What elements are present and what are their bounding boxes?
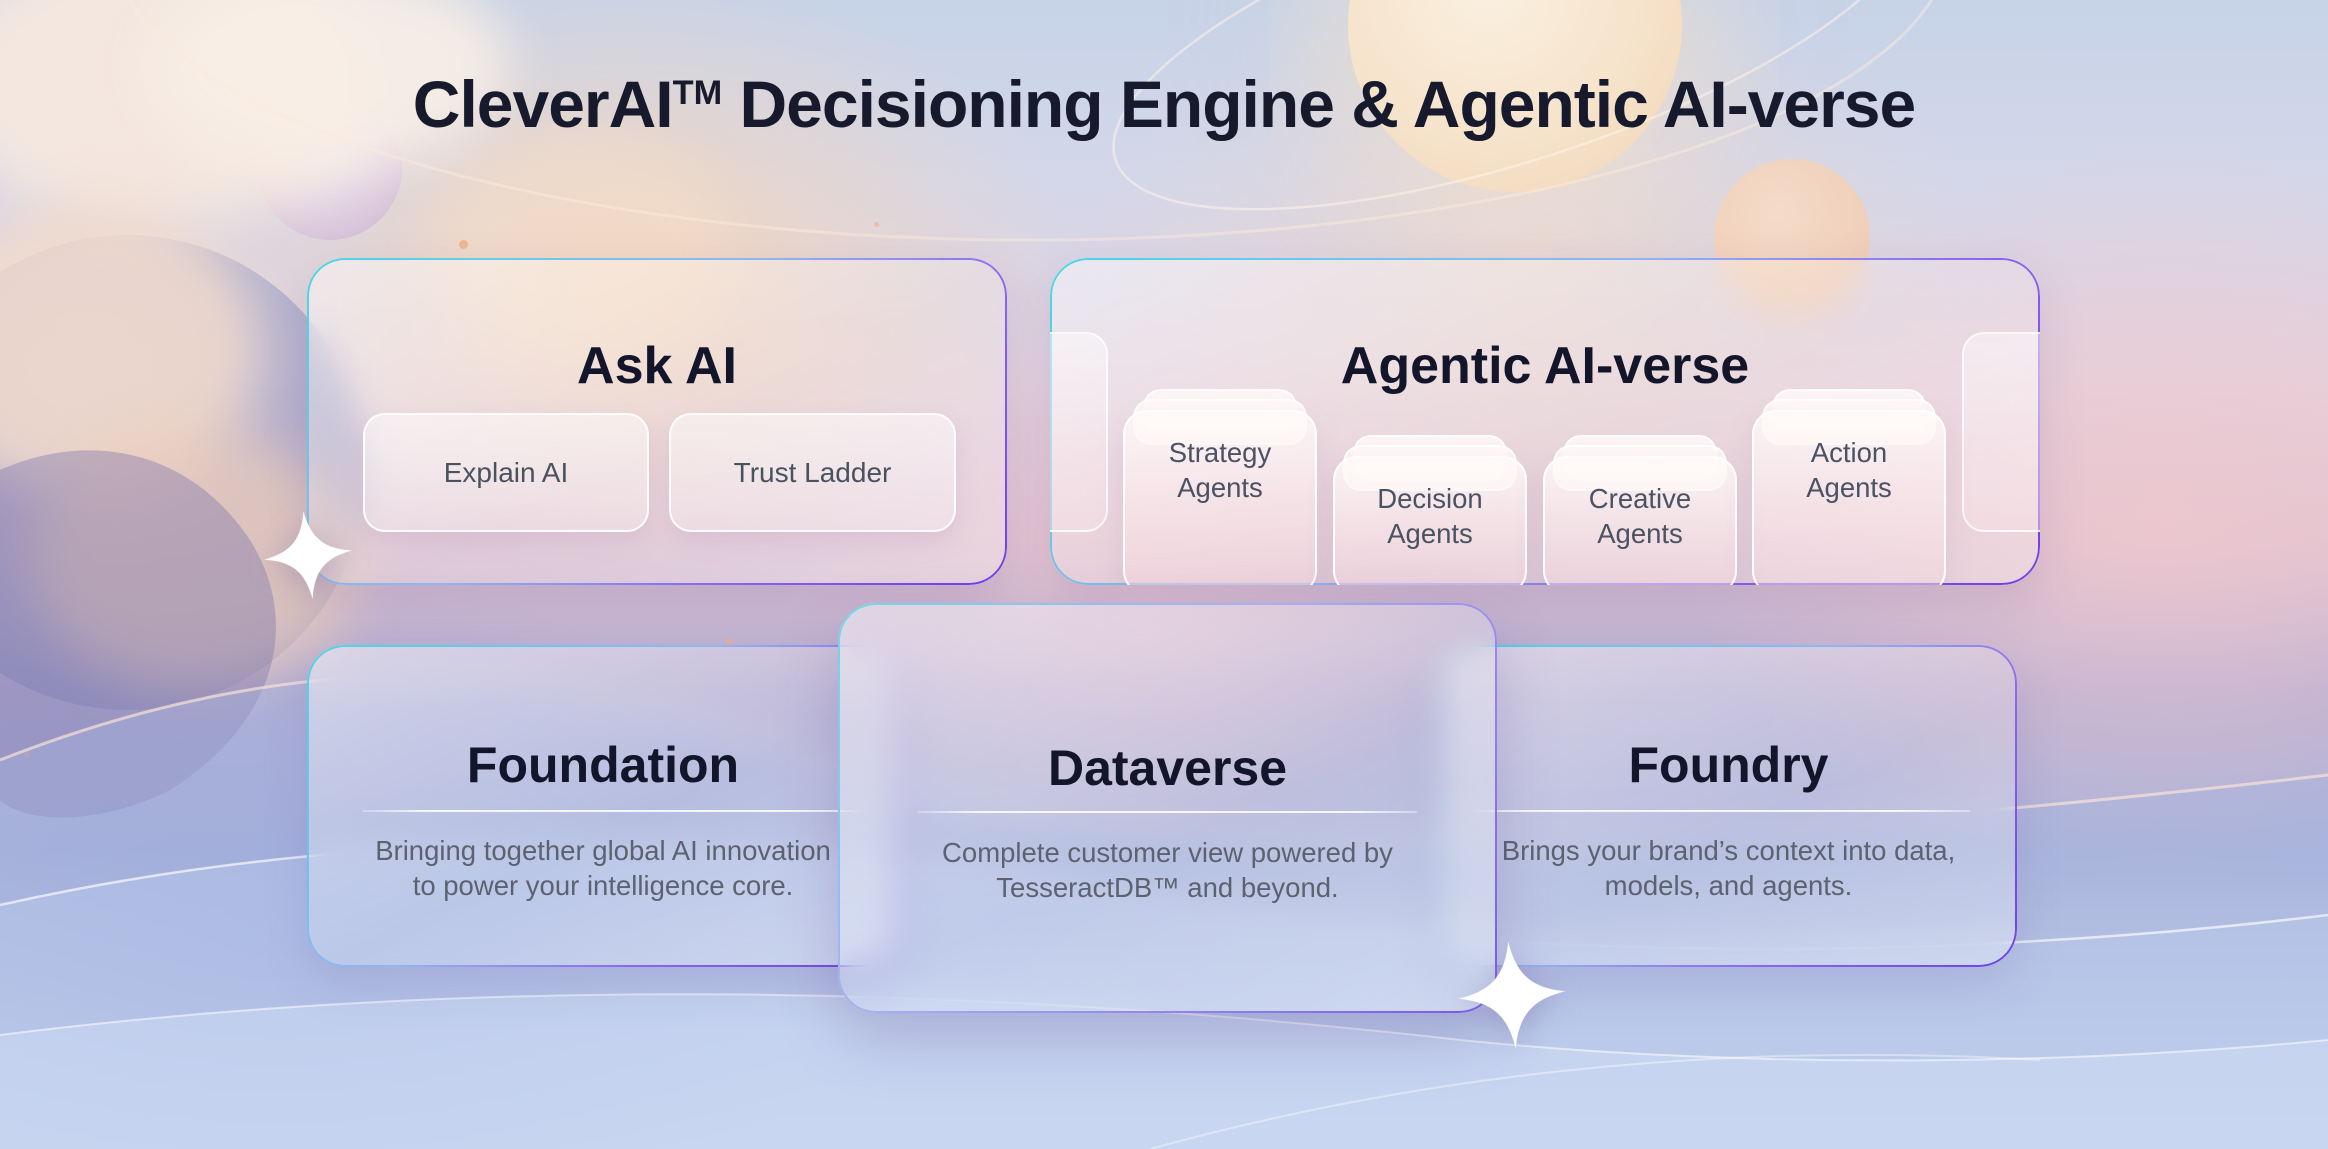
- divider: [362, 810, 899, 812]
- divider: [1440, 810, 1970, 812]
- dataverse-title: Dataverse: [1047, 740, 1288, 796]
- foundation-description-text: Bringing together global AI innovation t…: [375, 835, 831, 901]
- divider: [918, 811, 1417, 813]
- foundry-card: Foundry Brings your brand’s context into…: [1440, 645, 2017, 967]
- explain-ai-button[interactable]: Explain AI: [363, 413, 649, 532]
- foundation-card: Foundation Bringing together global AI i…: [307, 645, 899, 967]
- ask-ai-card: Ask AI Explain AI Trust Ladder: [307, 258, 1007, 585]
- page-title: CleverAITM Decisioning Engine & Agentic …: [0, 66, 2328, 142]
- trust-ladder-button[interactable]: Trust Ladder: [669, 413, 956, 532]
- dataverse-card: Dataverse Complete customer view powered…: [838, 603, 1497, 1013]
- agent-stack-label: Action Agents: [1752, 410, 1946, 585]
- cloud: [150, 0, 510, 170]
- foundation-description: Bringing together global AI innovation t…: [307, 833, 899, 903]
- glow-dot: [874, 222, 879, 227]
- glow-dot: [726, 638, 733, 645]
- agent-stack-decision[interactable]: Decision Agents: [1333, 435, 1527, 585]
- foundry-title: Foundry: [1628, 737, 1829, 793]
- agent-stack-action[interactable]: Action Agents: [1752, 389, 1946, 585]
- explain-ai-label: Explain AI: [443, 456, 569, 488]
- agent-stack-label: Strategy Agents: [1123, 410, 1317, 585]
- trust-ladder-label: Trust Ladder: [733, 456, 892, 488]
- dataverse-description-text: Complete customer view powered by Tesser…: [942, 837, 1393, 903]
- ask-ai-title: Ask AI: [577, 337, 737, 395]
- brand-trademark: TM: [672, 74, 723, 112]
- page-title-rest: Decisioning Engine & Agentic AI-verse: [722, 67, 1916, 141]
- glow-dot: [24, 752, 30, 758]
- glow-dot: [459, 240, 468, 249]
- foundation-title: Foundation: [466, 737, 740, 793]
- partial-stack-left: [1050, 332, 1108, 532]
- foundry-description-text: Brings your brand’s context into data, m…: [1501, 835, 1956, 901]
- agent-stack-label: Decision Agents: [1333, 456, 1527, 585]
- sparkle-icon: [1458, 941, 1566, 1049]
- agent-stack-creative[interactable]: Creative Agents: [1543, 435, 1737, 585]
- agent-stack-label: Creative Agents: [1543, 456, 1737, 585]
- sparkle-icon: [264, 511, 352, 599]
- foundry-description: Brings your brand’s context into data, m…: [1440, 833, 2017, 903]
- partial-stack-right: [1962, 332, 2040, 532]
- agentic-title: Agentic AI-verse: [1340, 337, 1750, 395]
- dataverse-description: Complete customer view powered by Tesser…: [838, 835, 1497, 905]
- agent-stack-strategy[interactable]: Strategy Agents: [1123, 389, 1317, 585]
- agentic-ai-verse-card: Agentic AI-verse Strategy Agents Decisio…: [1050, 258, 2040, 585]
- brand-name: CleverAI: [412, 67, 674, 141]
